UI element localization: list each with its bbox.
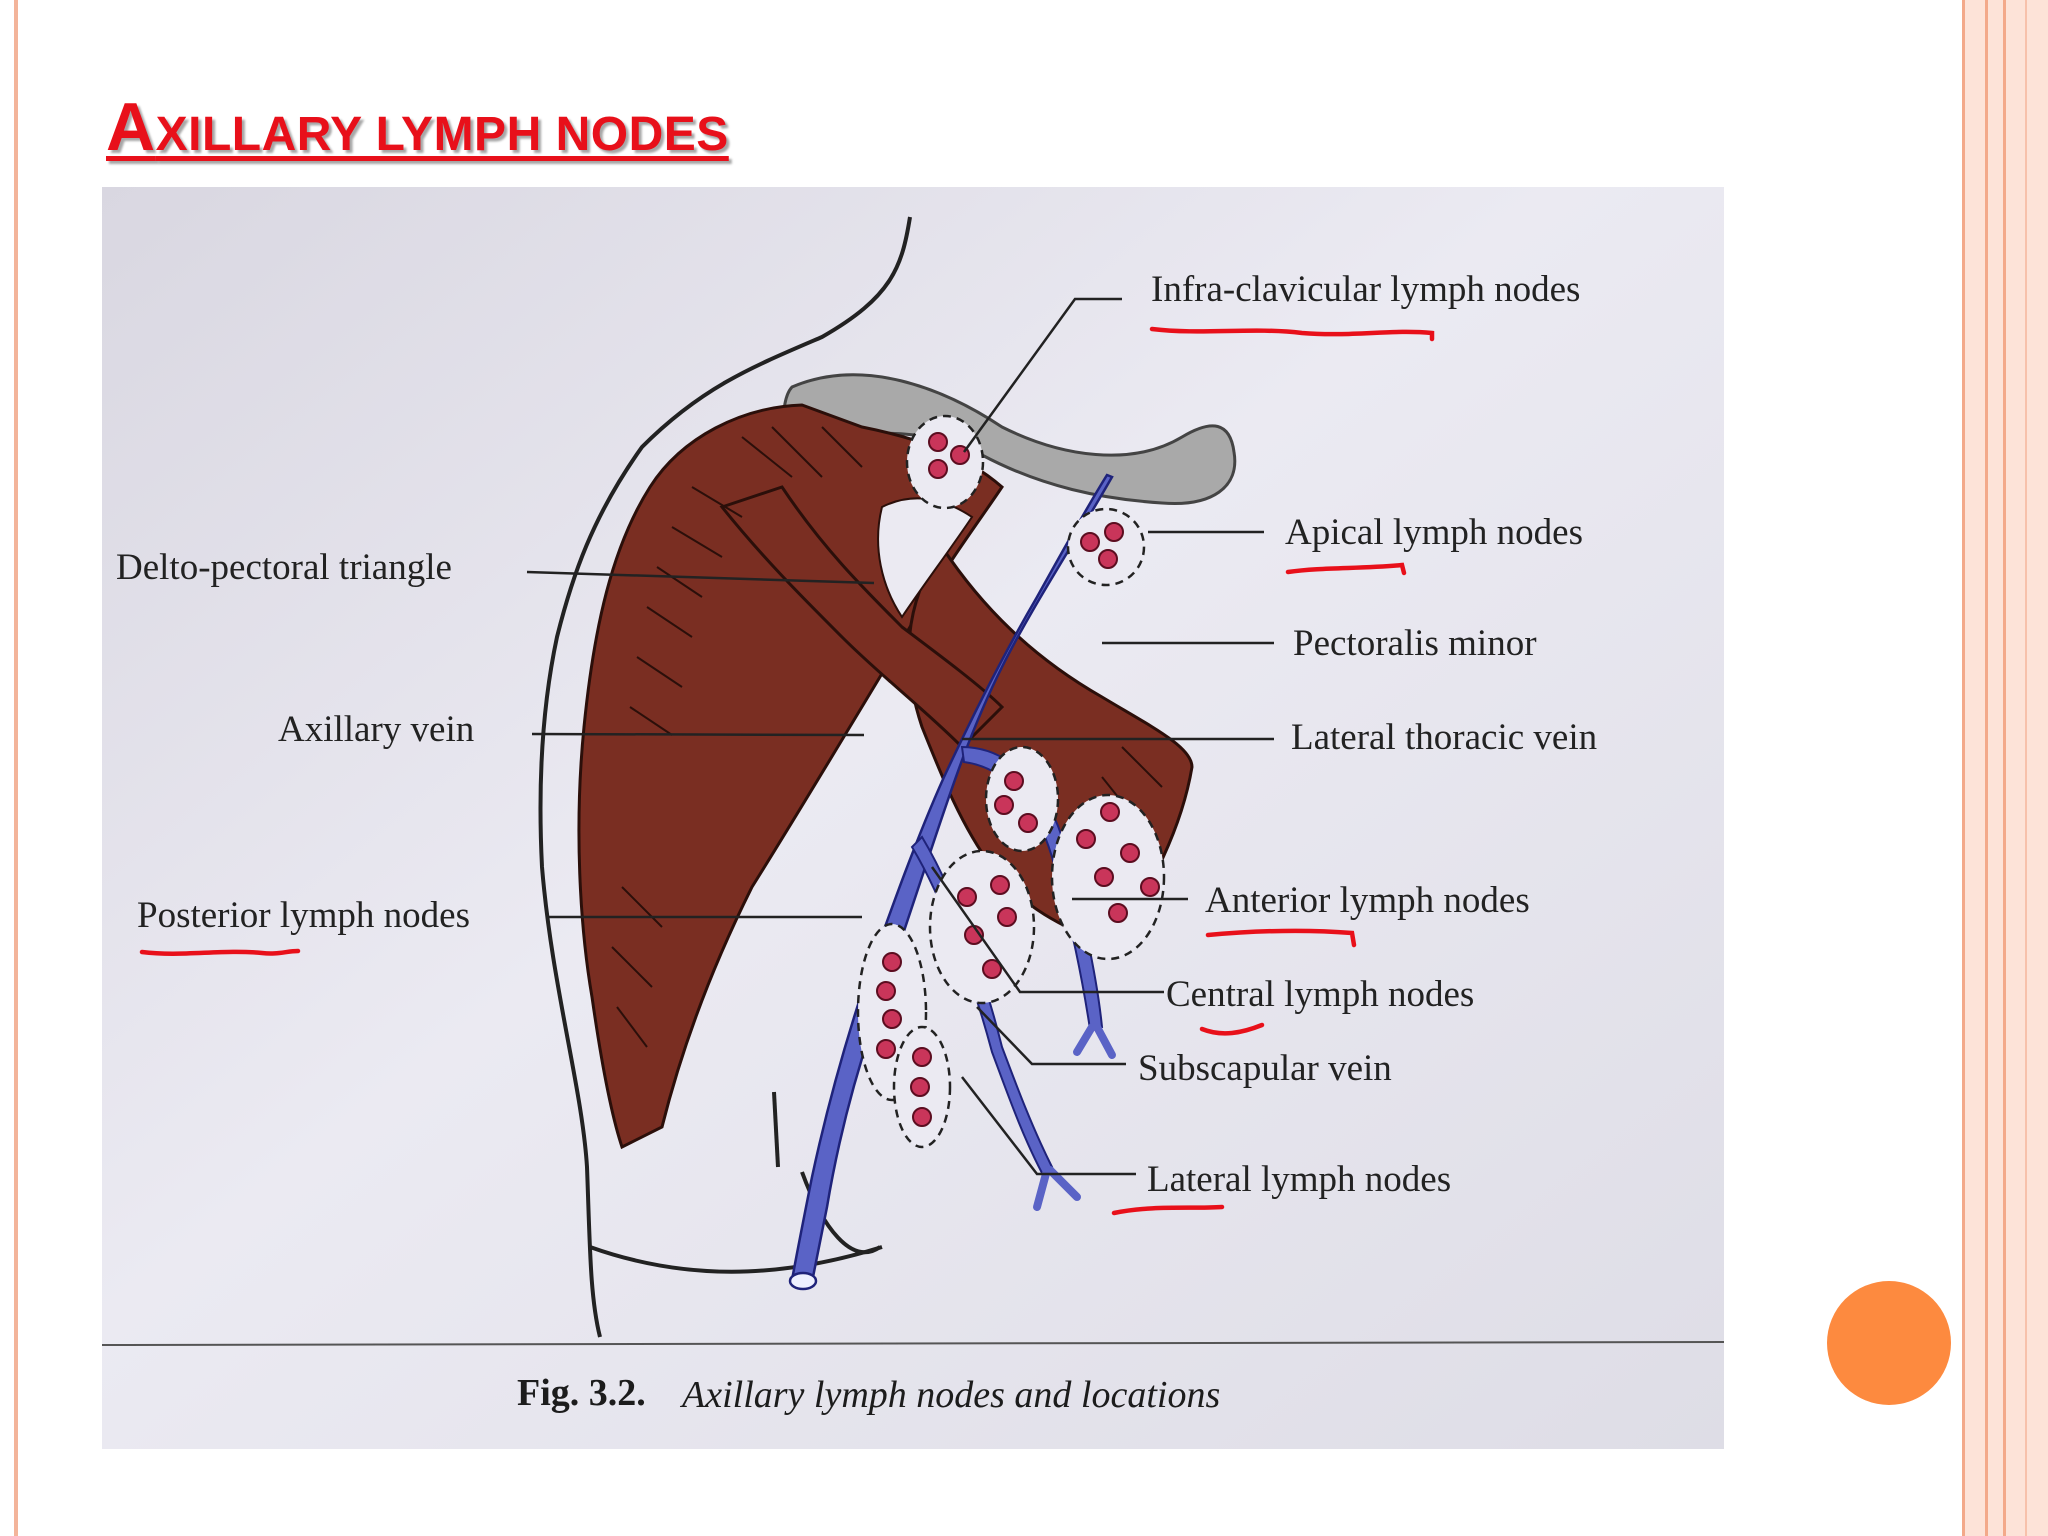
slide-title: AXILLARY LYMPH NODES <box>106 88 729 166</box>
label-central: Central lymph nodes <box>1166 974 1474 1015</box>
leader-lines <box>526 297 1274 1176</box>
central-node-cluster <box>928 849 1036 1005</box>
slide-title-rest: XILLARY LYMPH NODES <box>155 108 729 161</box>
label-delto-pectoral-triangle: Delto-pectoral triangle <box>116 547 452 588</box>
label-apical: Apical lymph nodes <box>1285 512 1583 553</box>
slide-right-border-line <box>1962 0 1965 1536</box>
lateral-thoracic-vein-branch <box>1073 1023 1116 1059</box>
apical-node-cluster <box>1066 507 1146 587</box>
slide-right-border-line <box>2025 0 2027 1536</box>
label-lateral: Lateral lymph nodes <box>1147 1159 1451 1200</box>
vein-cut-end <box>788 1271 818 1291</box>
decorative-orange-circle <box>1827 1281 1951 1405</box>
figure-caption-number: Fig. 3.2. <box>517 1372 646 1414</box>
page-rule-line <box>102 1341 1724 1346</box>
axillary-diagram: Infra-clavicular lymph nodes Apical lymp… <box>102 187 1724 1449</box>
label-pectoralis-minor: Pectoralis minor <box>1293 623 1537 664</box>
anterior-node-cluster-lower <box>1050 793 1166 961</box>
slide-left-border <box>14 0 18 1536</box>
label-subscapular-vein: Subscapular vein <box>1138 1048 1392 1089</box>
anatomy-figure: Infra-clavicular lymph nodes Apical lymp… <box>102 187 1724 1449</box>
muscle-band <box>719 485 1005 750</box>
red-underline-marks <box>139 326 1435 1216</box>
label-posterior: Posterior lymph nodes <box>137 895 470 936</box>
slide-title-initial: A <box>106 89 156 165</box>
anterior-node-cluster <box>984 745 1060 853</box>
label-lateral-thoracic-vein: Lateral thoracic vein <box>1291 717 1597 758</box>
slide-right-border-line <box>1985 0 1988 1536</box>
body-outline-left <box>538 216 912 1338</box>
figure-caption-text: Axillary lymph nodes and locations <box>679 1374 1220 1416</box>
posterior-node-cluster <box>892 1025 952 1149</box>
label-infra-clavicular: Infra-clavicular lymph nodes <box>1151 269 1580 310</box>
infra-clavicular-node-cluster <box>905 414 985 510</box>
label-axillary-vein: Axillary vein <box>278 709 474 750</box>
arm-outline-bottom <box>589 1245 883 1274</box>
paper-background <box>102 187 1724 1449</box>
slide-right-border-line <box>2003 0 2006 1536</box>
label-anterior: Anterior lymph nodes <box>1205 880 1530 921</box>
arm-crease-line <box>772 1091 780 1168</box>
